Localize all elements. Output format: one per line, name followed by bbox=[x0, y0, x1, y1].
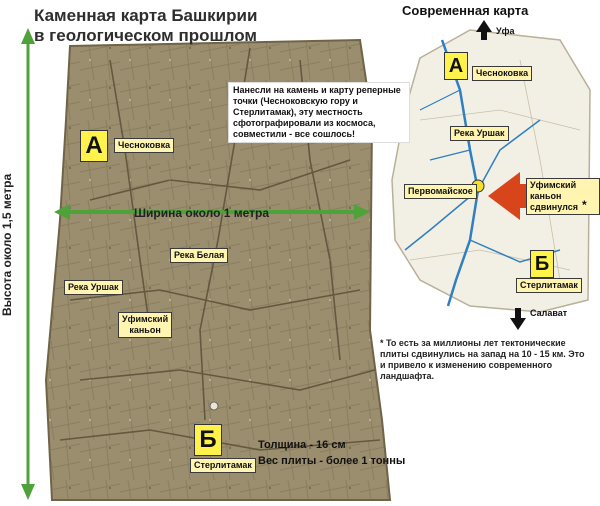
width-arrow bbox=[54, 204, 370, 220]
stone-label-sterlitamak: Стерлитамак bbox=[190, 458, 256, 473]
stone-marker-a: А bbox=[80, 130, 108, 162]
width-label: Ширина около 1 метра bbox=[134, 206, 270, 220]
height-arrow bbox=[21, 28, 35, 500]
modern-marker-b: Б bbox=[530, 250, 554, 278]
note-text: Нанесли на камень и карту реперные точки… bbox=[228, 82, 410, 143]
stone-label-chesnokovka: Чесноковка bbox=[114, 138, 175, 153]
left-title: Каменная карта Башкирии в геологическом … bbox=[34, 6, 257, 46]
footnote: * То есть за миллионы лет тектонические … bbox=[380, 338, 585, 381]
slab-specs: Толщина - 16 см Вес плиты - более 1 тонн… bbox=[258, 437, 405, 469]
modern-marker-a: А bbox=[444, 52, 468, 80]
direction-south: Салават bbox=[530, 308, 568, 318]
thickness-text: Толщина - 16 см bbox=[258, 439, 346, 451]
left-title-line2: в геологическом прошлом bbox=[34, 26, 257, 45]
right-title: Современная карта bbox=[402, 3, 529, 18]
modern-label-canyon: Уфимский каньон сдвинулся bbox=[526, 178, 600, 215]
modern-label-pervomaiskoe: Первомайское bbox=[404, 184, 477, 199]
modern-label-urshak: Река Уршак bbox=[450, 126, 509, 141]
south-arrow bbox=[510, 308, 526, 330]
height-label: Высота около 1,5 метра bbox=[0, 173, 14, 316]
modern-label-sterlitamak: Стерлитамак bbox=[516, 278, 582, 293]
stone-label-canyon: Уфимский каньон bbox=[118, 312, 173, 338]
modern-map-area bbox=[391, 29, 591, 313]
direction-north: Уфа bbox=[496, 26, 515, 36]
canyon-star: * bbox=[582, 198, 587, 212]
north-arrow bbox=[476, 20, 492, 40]
stone-label-belaya: Река Белая bbox=[170, 248, 229, 263]
left-title-line1: Каменная карта Башкирии bbox=[34, 6, 258, 25]
weight-text: Вес плиты - более 1 тонны bbox=[258, 455, 406, 467]
modern-label-chesnokovka: Чесноковка bbox=[472, 66, 533, 81]
stone-marker-b: Б bbox=[194, 424, 222, 456]
stone-label-urshak: Река Уршак bbox=[64, 280, 123, 295]
